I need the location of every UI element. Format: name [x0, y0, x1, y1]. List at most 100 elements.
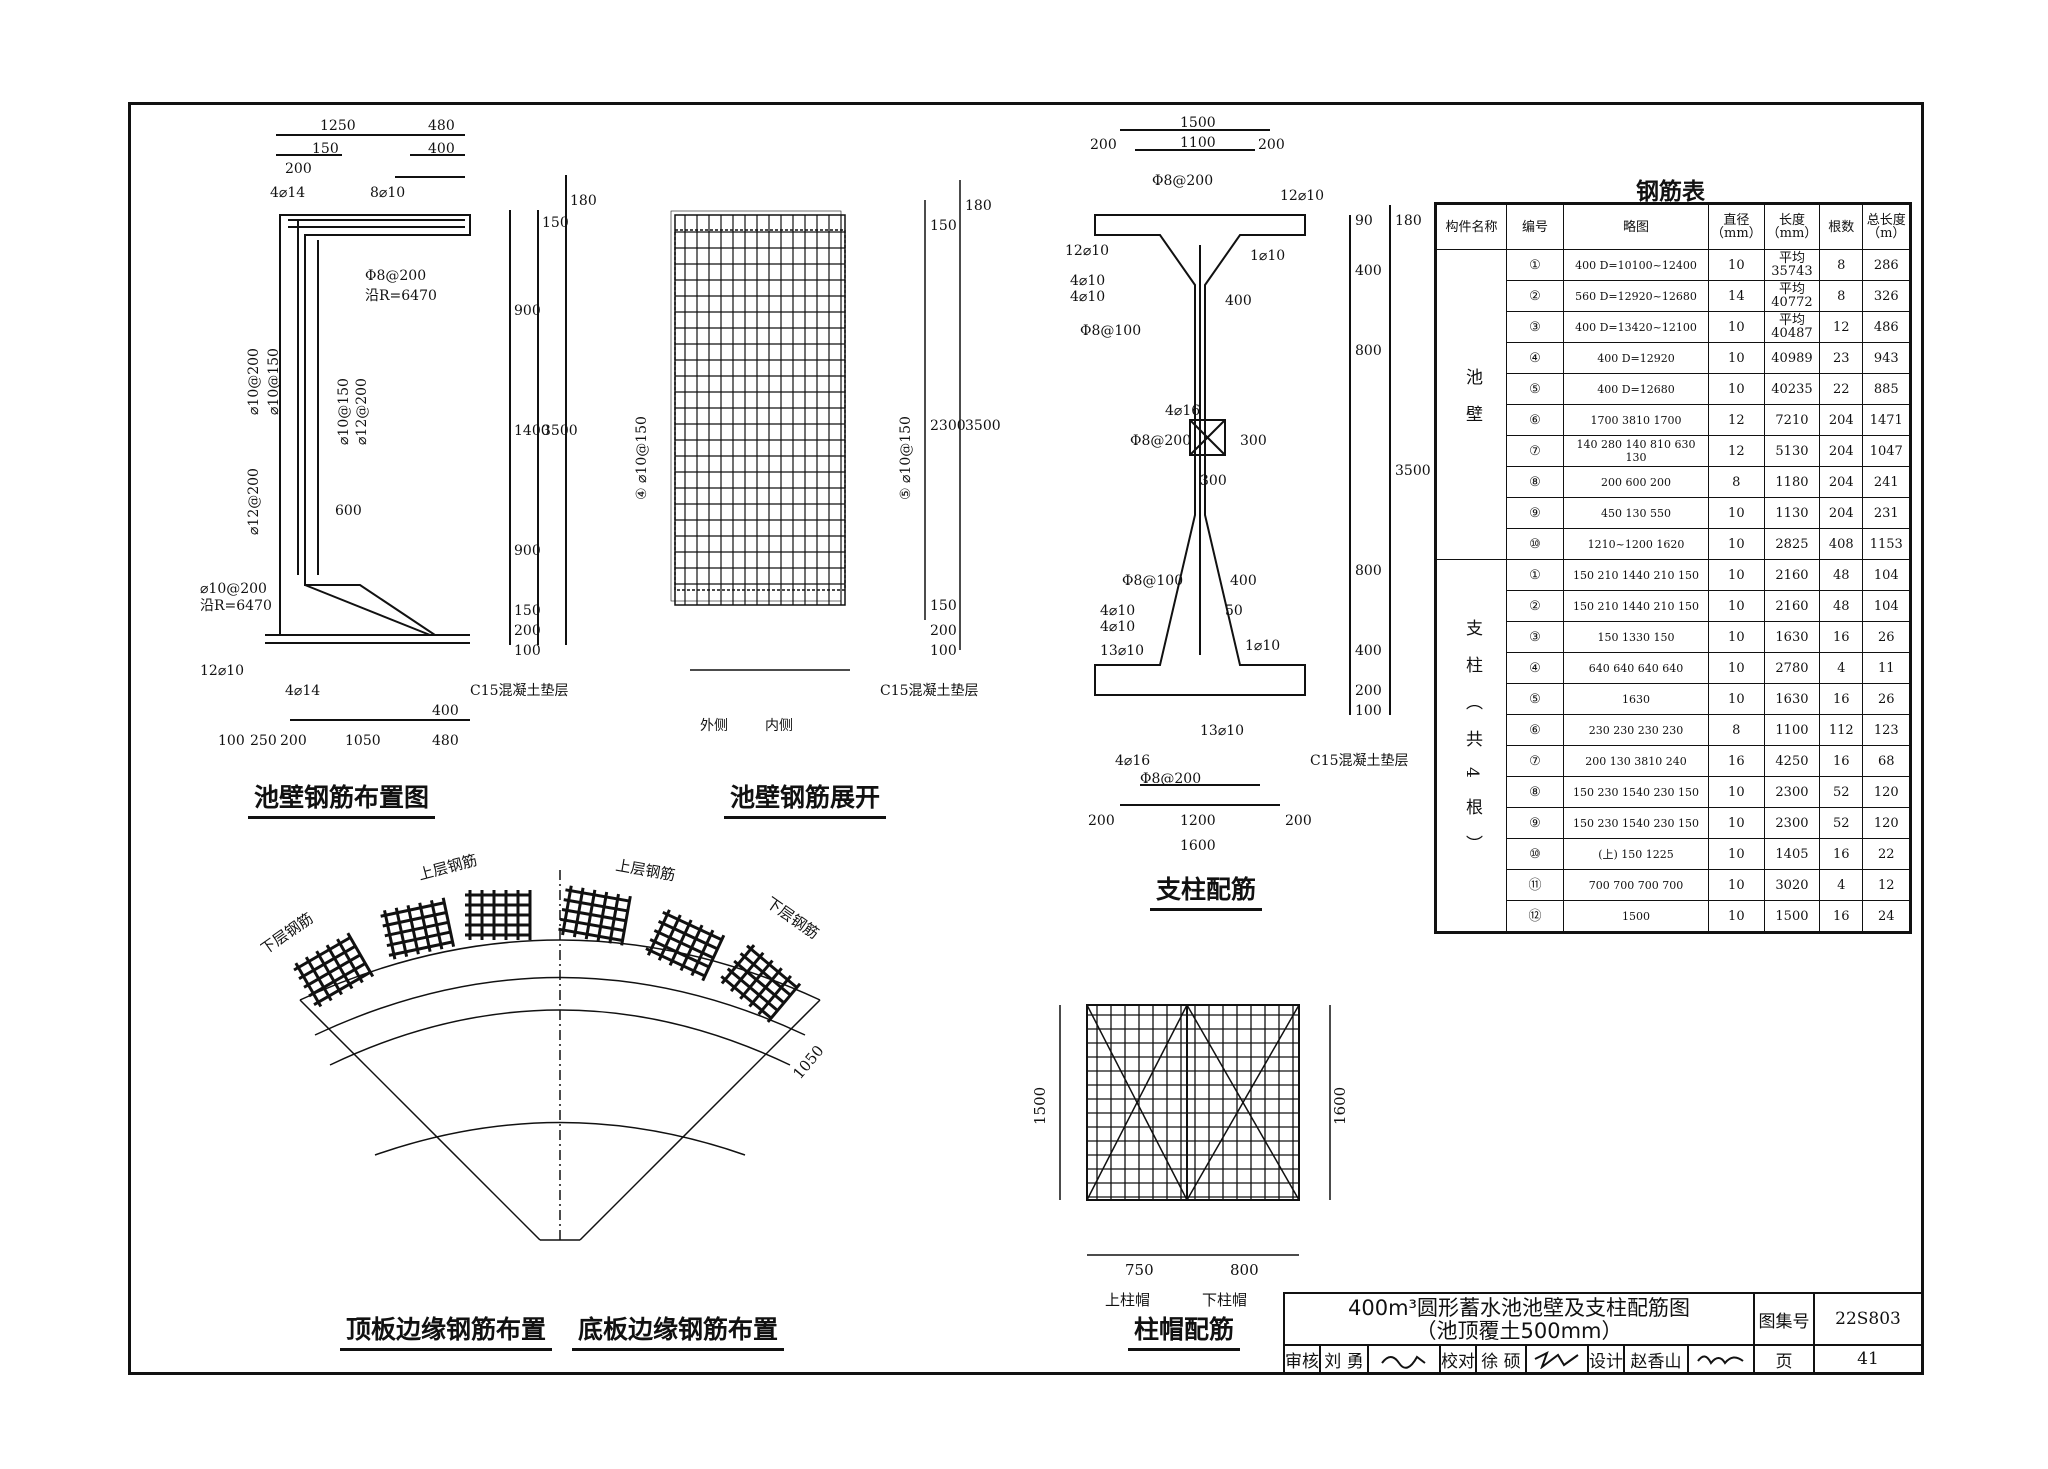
dim-top-2: 480: [428, 118, 455, 134]
cluster-bar: [596, 891, 609, 942]
drawing-title-line2: （池顶覆土500mm）: [1415, 1319, 1623, 1343]
rebar-cell-total: 68: [1862, 745, 1912, 777]
check-label: 校对: [1441, 1346, 1477, 1374]
cluster-bar: [429, 900, 444, 950]
rebar-cell-sketch: (上) 150 1225: [1563, 838, 1709, 870]
cluster-bar: [748, 967, 783, 1008]
rebar-cell-total: 24: [1862, 900, 1912, 933]
rebar-cell-total: 120: [1862, 807, 1912, 839]
label-upper-right: 上层钢筋: [614, 856, 676, 884]
review-label: 审核: [1285, 1346, 1321, 1374]
rebar-cell-no: ⑥: [1506, 714, 1564, 746]
slab-edge-drawing: 下层钢筋 上层钢筋 上层钢筋 下层钢筋 1050: [260, 851, 828, 1241]
label-unfold-5: ⑤ ⌀10@150: [898, 416, 914, 500]
cluster-bar: [646, 909, 671, 956]
cluster-bar: [620, 895, 632, 946]
rebar-cell-dia: 10: [1708, 249, 1765, 281]
rebar-cell-len: 3020: [1763, 869, 1821, 901]
rebar-cluster: [558, 885, 632, 946]
rebar-cell-dia: 10: [1708, 776, 1765, 808]
col-label-12: 300: [1200, 473, 1227, 489]
rebar-cluster: [720, 944, 802, 1023]
rebar-cell-dia: 16: [1708, 745, 1765, 777]
rebar-cell-dia: 10: [1708, 807, 1765, 839]
rebar-cell-sketch: 230 230 230 230: [1563, 714, 1709, 746]
col-label-21: 4⌀16: [1115, 753, 1150, 769]
column-cap-drawing: 1500 1600 750 800 上柱帽 下柱帽: [1031, 1004, 1349, 1309]
rebar-cell-no: ④: [1506, 652, 1564, 684]
label-lower-cap: 下柱帽: [1202, 1291, 1247, 1309]
rebar-cell-sketch: 640 640 640 640: [1563, 652, 1709, 684]
rebar-cell-total: 885: [1862, 373, 1912, 405]
label-8d10: 8⌀10: [370, 185, 405, 201]
label-4d14-bottom: 4⌀14: [285, 683, 320, 699]
rebar-cell-no: ⑤: [1506, 373, 1564, 405]
rebar-cell-sketch: 140 280 140 810 630 130: [1563, 435, 1709, 467]
label-unfold-4: ④ ⌀10@150: [634, 416, 650, 500]
dim-right-5: 3500: [542, 423, 578, 439]
wall-unfold-caption: 池壁钢筋展开: [724, 778, 887, 819]
rebar-cell-total: 11: [1862, 652, 1912, 684]
col-dim-right-5: 3500: [1395, 463, 1430, 479]
cluster-bar: [418, 902, 432, 953]
dim-top-4: 400: [428, 141, 455, 157]
cluster-bar: [657, 914, 682, 961]
cluster-bar: [766, 982, 802, 1023]
rebar-table-header: 构件名称编号略图直径（mm）长度（mm）根数总长度（m）: [1435, 203, 1912, 250]
rebar-cell-dia: 10: [1708, 838, 1765, 870]
rebar-cell-len: 1405: [1763, 838, 1821, 870]
member-name: 支柱（共4根）: [1435, 559, 1507, 933]
rebar-cell-no: ①: [1506, 249, 1564, 281]
rebar-cell-no: ⑫: [1506, 900, 1564, 933]
rebar-cell-count: 408: [1819, 528, 1864, 560]
col-label-1: Φ8@200: [1152, 173, 1213, 189]
col-label-23: C15混凝土垫层: [1310, 753, 1409, 769]
rebar-cell-total: 943: [1862, 342, 1912, 374]
rebar-cell-no: ③: [1506, 621, 1564, 653]
page-label: 页: [1755, 1346, 1815, 1374]
drawing-title-line1: 400m³圆形蓄水池池壁及支柱配筋图: [1348, 1296, 1690, 1320]
rebar-cell-no: ⑪: [1506, 869, 1564, 901]
title-block: 400m³圆形蓄水池池壁及支柱配筋图 （池顶覆土500mm） 图集号 22S80…: [1283, 1292, 1923, 1374]
cap-dim-750: 750: [1125, 1261, 1154, 1279]
rebar-cell-dia: 10: [1708, 621, 1765, 653]
rebar-cell-dia: 10: [1708, 900, 1765, 933]
rebar-cell-no: ⑨: [1506, 807, 1564, 839]
rebar-cell-sketch: 150 210 1440 210 150: [1563, 559, 1709, 591]
member-name: 池壁: [1435, 249, 1507, 560]
rebar-cell-sketch: 1630: [1563, 683, 1709, 715]
dim-right-9: 100: [514, 643, 541, 659]
rebar-cell-no: ⑥: [1506, 404, 1564, 436]
col-dim-bot-3: 200: [1285, 813, 1312, 829]
rebar-cell-sketch: 400 D=13420~12100: [1563, 311, 1709, 343]
column-cap-caption: 柱帽配筋: [1128, 1310, 1241, 1351]
cluster-bar: [679, 924, 704, 972]
col-label-13: Φ8@100: [1122, 573, 1183, 589]
column-cap-mesh: [1087, 1005, 1299, 1200]
label-r6470-bottom: 沿R=6470: [200, 598, 272, 614]
page-number: 41: [1815, 1346, 1923, 1374]
rebar-cell-count: 16: [1819, 900, 1864, 933]
col-dim-right-9: 100: [1355, 703, 1382, 719]
rebar-cell-dia: 10: [1708, 373, 1765, 405]
rebar-cell-sketch: 150 230 1540 230 150: [1563, 776, 1709, 808]
rebar-cell-total: 104: [1862, 590, 1912, 622]
atlas-number: 22S803: [1815, 1294, 1923, 1346]
cluster-bar: [394, 907, 409, 958]
col-label-9: 4⌀16: [1165, 403, 1200, 419]
rebar-cell-len: 1630: [1763, 621, 1821, 653]
dim-bot-1: 100: [218, 733, 245, 749]
dim-right-8: 200: [514, 623, 541, 639]
